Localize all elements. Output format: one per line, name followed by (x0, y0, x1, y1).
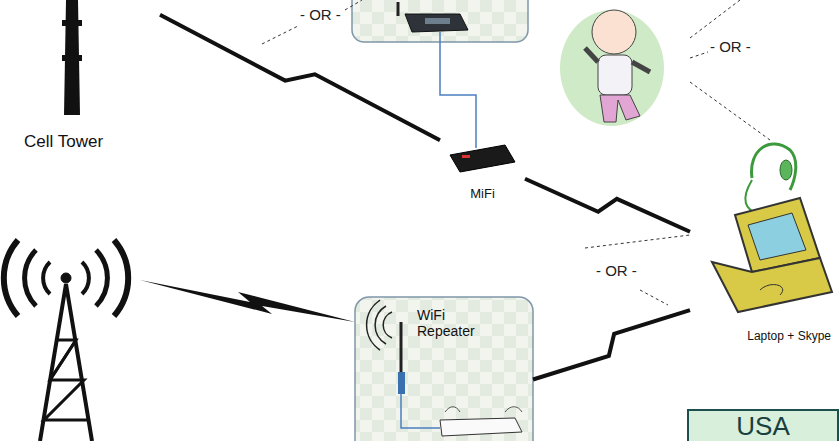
node-text: MiFi (470, 187, 495, 202)
or-label: - OR - (594, 262, 639, 279)
usa-panel (688, 410, 838, 441)
node-text: USA (736, 412, 789, 441)
region-box: USA (688, 410, 838, 441)
radio-tower-icon (4, 240, 128, 441)
laptop-icon (712, 144, 832, 312)
mifi-label: MiFi (440, 138, 525, 206)
or-label: - OR - (298, 6, 343, 23)
node-text: Cell Tower (10, 132, 103, 152)
wireless-link (160, 15, 440, 140)
wireless-link (525, 179, 690, 232)
node-text: Laptop + Skype (747, 330, 835, 344)
wireless-link (140, 280, 355, 322)
or-leader (262, 0, 770, 305)
repeater-box (355, 297, 533, 441)
or-label: - OR - (708, 38, 753, 55)
mifi-device (450, 145, 515, 172)
laptop-label: Laptop + Skype (690, 135, 835, 350)
wireless-link (533, 310, 690, 379)
cell-tower-icon (62, 0, 82, 115)
person-cartoon (560, 10, 664, 126)
node-text: WiFi Repeater (417, 307, 497, 339)
modem-box (352, 0, 528, 148)
tower-label: Cell Tower (10, 0, 160, 160)
repeater-box: WiFi Repeater (355, 297, 533, 441)
